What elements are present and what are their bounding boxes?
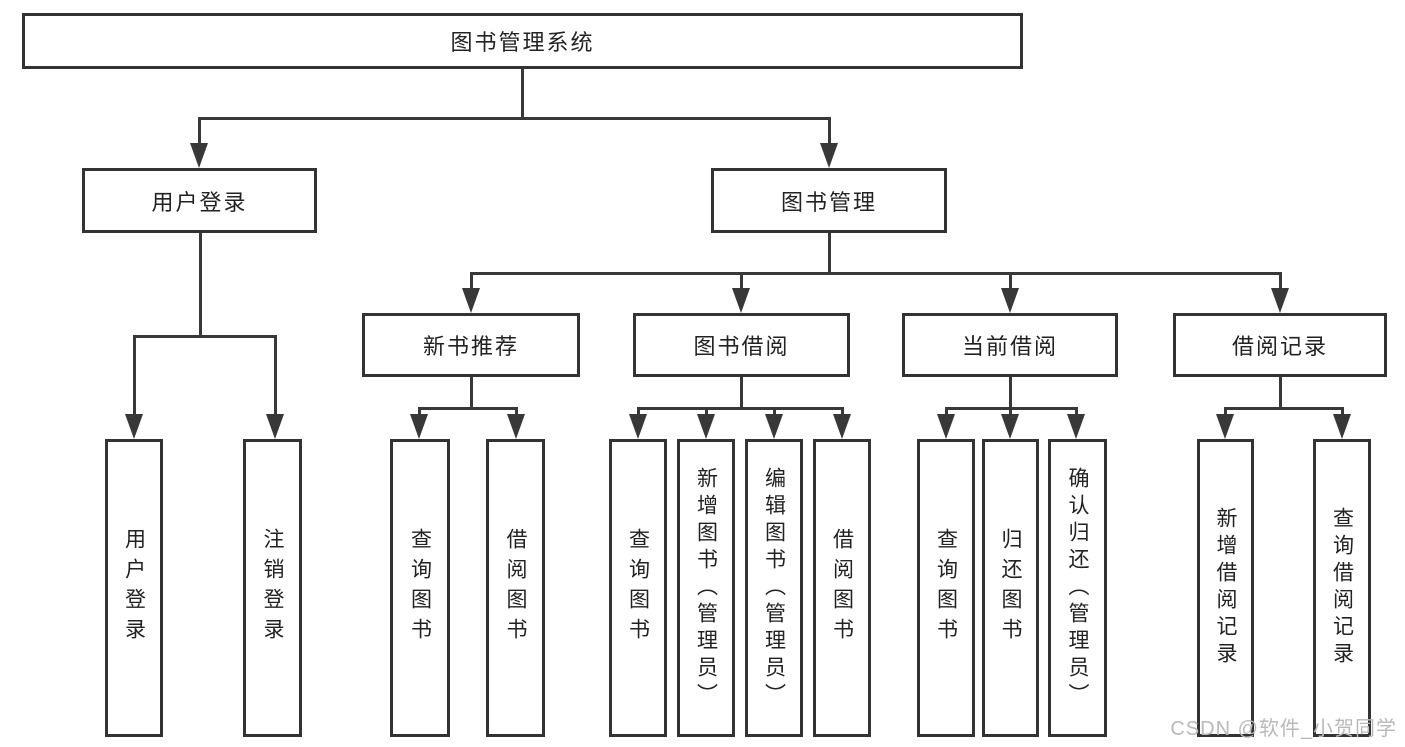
leaf-search-borrow-record-label: 查询借阅记录 bbox=[1330, 507, 1354, 669]
leaf-current-search-book-label: 查询图书 bbox=[934, 528, 958, 648]
leaf-current-search-book: 查询图书 bbox=[917, 439, 975, 737]
leaf-user-login: 用户登录 bbox=[105, 439, 163, 737]
connector-line bbox=[1224, 407, 1343, 410]
node-book-management-label: 图书管理 bbox=[780, 189, 877, 215]
node-new-book-recommend: 新书推荐 bbox=[362, 313, 580, 377]
arrowhead-icon bbox=[629, 414, 647, 439]
leaf-edit-book-admin-label: 编辑图书（管理员） bbox=[762, 466, 786, 710]
node-root: 图书管理系统 bbox=[22, 13, 1023, 69]
connector-line bbox=[133, 335, 136, 421]
leaf-search-borrow-record: 查询借阅记录 bbox=[1313, 439, 1371, 737]
connector-line bbox=[198, 117, 831, 120]
connector-line bbox=[470, 377, 473, 410]
arrowhead-icon bbox=[833, 414, 851, 439]
leaf-return-book: 归还图书 bbox=[982, 439, 1039, 737]
connector-line bbox=[1279, 272, 1282, 295]
arrowhead-icon bbox=[266, 414, 284, 439]
leaf-edit-book-admin: 编辑图书（管理员） bbox=[745, 439, 803, 737]
leaf-rec-search-book-label: 查询图书 bbox=[408, 528, 432, 648]
leaf-add-borrow-record-label: 新增借阅记录 bbox=[1214, 507, 1237, 669]
leaf-borrow-borrow-book-label: 借阅图书 bbox=[830, 528, 854, 648]
arrowhead-icon bbox=[732, 288, 750, 313]
node-current-borrow: 当前借阅 bbox=[902, 313, 1118, 377]
connector-line bbox=[199, 233, 202, 338]
node-root-label: 图书管理系统 bbox=[450, 30, 595, 55]
leaf-rec-search-book: 查询图书 bbox=[390, 439, 450, 737]
connector-line bbox=[740, 272, 743, 295]
arrowhead-icon bbox=[507, 414, 525, 439]
arrowhead-icon bbox=[1001, 288, 1019, 313]
node-borrow-record: 借阅记录 bbox=[1173, 313, 1387, 377]
node-borrow-record-label: 借阅记录 bbox=[1231, 334, 1328, 359]
leaf-rec-borrow-book: 借阅图书 bbox=[486, 439, 545, 737]
connector-line bbox=[740, 377, 743, 410]
connector-line bbox=[637, 407, 844, 410]
connector-line bbox=[1009, 377, 1012, 410]
leaf-logout: 注销登录 bbox=[243, 439, 302, 737]
connector-line bbox=[133, 335, 277, 338]
connector-line bbox=[1279, 377, 1282, 410]
leaf-logout-label: 注销登录 bbox=[261, 528, 284, 648]
leaf-return-book-label: 归还图书 bbox=[999, 528, 1022, 648]
connector-line bbox=[828, 117, 831, 150]
leaf-borrow-search-book: 查询图书 bbox=[609, 439, 667, 737]
arrowhead-icon bbox=[1271, 288, 1289, 313]
arrowhead-icon bbox=[190, 143, 208, 168]
leaf-add-book-admin-label: 新增图书（管理员） bbox=[694, 466, 718, 710]
node-book-management: 图书管理 bbox=[711, 168, 947, 233]
arrowhead-icon bbox=[1333, 414, 1351, 439]
leaf-add-book-admin: 新增图书（管理员） bbox=[677, 439, 735, 737]
connector-line bbox=[521, 69, 524, 120]
connector-line bbox=[198, 117, 201, 150]
leaf-borrow-borrow-book: 借阅图书 bbox=[813, 439, 871, 737]
leaf-confirm-return-admin: 确认归还（管理员） bbox=[1048, 439, 1107, 737]
connector-line bbox=[470, 272, 473, 295]
arrowhead-icon bbox=[765, 414, 783, 439]
connector-line bbox=[828, 233, 831, 275]
arrowhead-icon bbox=[820, 143, 838, 168]
leaf-rec-borrow-book-label: 借阅图书 bbox=[504, 528, 527, 648]
connector-line bbox=[470, 272, 1282, 275]
arrowhead-icon bbox=[1001, 414, 1019, 439]
arrowhead-icon bbox=[1067, 414, 1085, 439]
arrowhead-icon bbox=[125, 414, 143, 439]
leaf-borrow-search-book-label: 查询图书 bbox=[626, 528, 650, 648]
node-book-borrow-label: 图书借阅 bbox=[693, 334, 790, 359]
node-new-book-recommend-label: 新书推荐 bbox=[422, 334, 519, 359]
watermark-text: CSDN @软件_小贺同学 bbox=[1170, 718, 1397, 740]
node-user-login-label: 用户登录 bbox=[151, 189, 248, 215]
arrowhead-icon bbox=[410, 414, 428, 439]
arrowhead-icon bbox=[697, 414, 715, 439]
leaf-user-login-label: 用户登录 bbox=[122, 528, 146, 648]
leaf-confirm-return-admin-label: 确认归还（管理员） bbox=[1066, 466, 1089, 710]
node-user-login: 用户登录 bbox=[82, 168, 317, 233]
connector-line bbox=[274, 335, 277, 421]
leaf-add-borrow-record: 新增借阅记录 bbox=[1197, 439, 1254, 737]
connector-line bbox=[418, 407, 518, 410]
node-book-borrow: 图书借阅 bbox=[633, 313, 850, 377]
node-current-borrow-label: 当前借阅 bbox=[961, 334, 1058, 359]
arrowhead-icon bbox=[1216, 414, 1234, 439]
arrowhead-icon bbox=[937, 414, 955, 439]
arrowhead-icon bbox=[462, 288, 480, 313]
connector-line bbox=[1009, 272, 1012, 295]
